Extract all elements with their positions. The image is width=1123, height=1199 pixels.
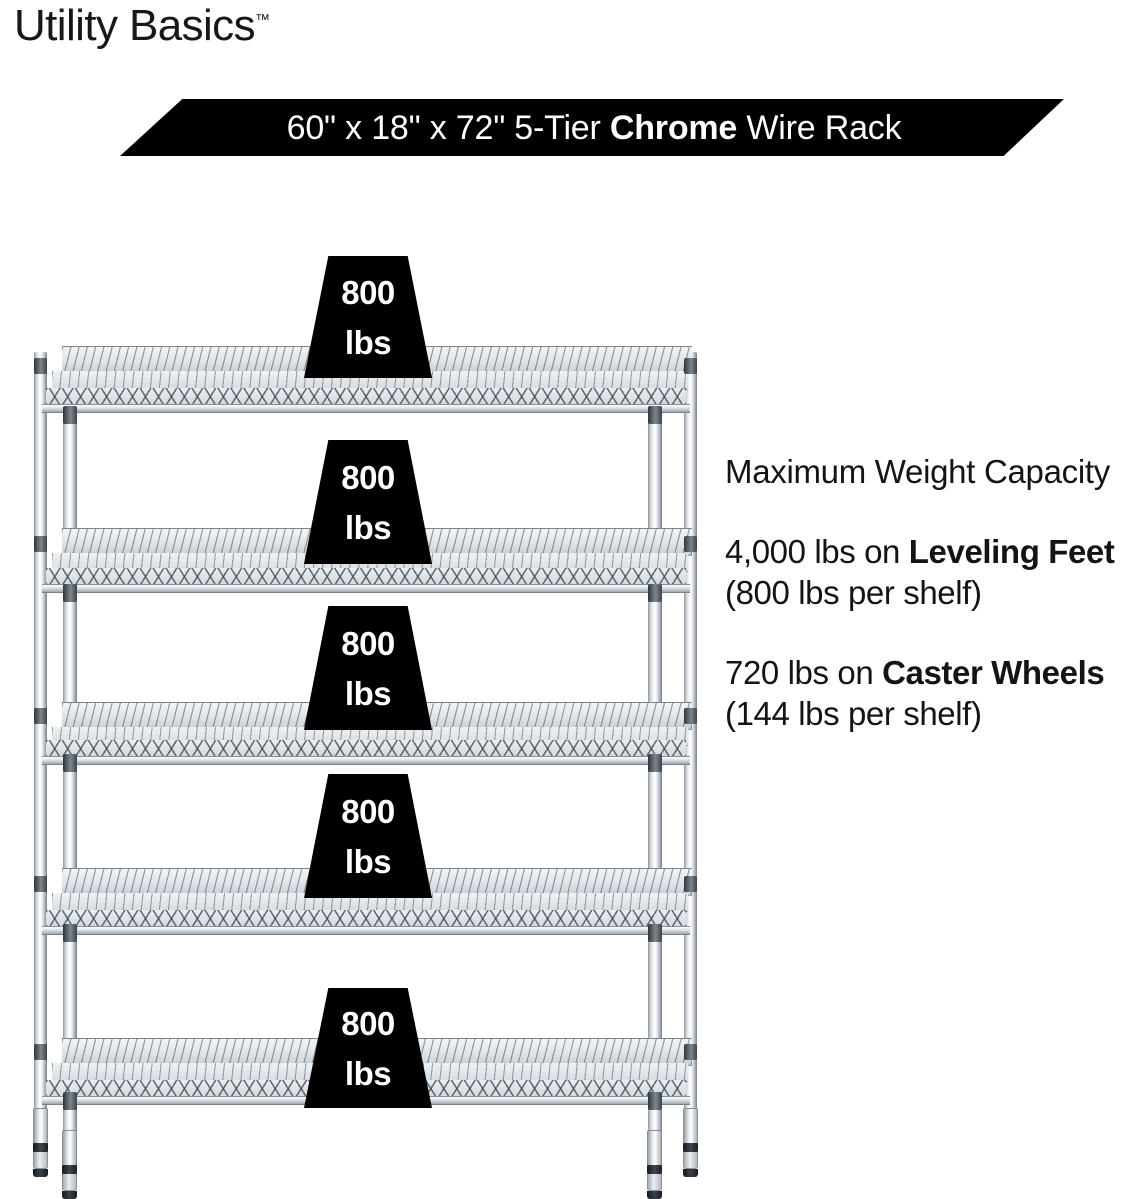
capacity-caster-wheels: 720 lbs on Caster Wheels (144 lbs per sh… — [725, 653, 1123, 734]
caster-bold: Caster Wheels — [882, 654, 1105, 692]
weight-unit: lbs — [344, 674, 392, 712]
weight-value: 800 — [341, 624, 395, 662]
foot-tip — [647, 1174, 662, 1191]
weight-unit: lbs — [344, 1054, 392, 1092]
capacity-leveling-feet: 4,000 lbs on Leveling Feet (800 lbs per … — [725, 532, 1123, 613]
shelf-truss — [46, 910, 686, 927]
post-collar — [648, 924, 662, 942]
post-collar — [684, 708, 697, 724]
foot-tip-rubber — [62, 1191, 77, 1199]
shelf-front-rail — [42, 404, 690, 413]
brand-wordmark: Utility Basics™ — [14, 1, 270, 50]
post-collar — [684, 1044, 697, 1060]
post-collar — [34, 358, 47, 374]
leveling-foot-front-right — [647, 1130, 662, 1199]
title-part-before: 60" x 18" x 72" 5-Tier — [286, 108, 610, 147]
foot-body — [647, 1130, 662, 1166]
foot-band — [62, 1165, 77, 1174]
foot-band — [33, 1143, 48, 1152]
caster-pre: 720 lbs on — [725, 654, 883, 692]
post-collar — [63, 924, 77, 942]
foot-tip — [33, 1152, 48, 1169]
weight-unit: lbs — [344, 323, 392, 361]
foot-tip-rubber — [683, 1169, 698, 1177]
foot-tip-rubber — [33, 1169, 48, 1177]
weight-badge-tier-5: 800 lbs — [304, 988, 432, 1108]
capacity-heading: Maximum Weight Capacity — [725, 453, 1110, 490]
weight-value: 800 — [341, 792, 395, 830]
foot-tip — [62, 1174, 77, 1191]
foot-band — [647, 1165, 662, 1174]
shelf-front-rail — [42, 926, 690, 935]
weight-value: 800 — [341, 1004, 395, 1042]
post-collar — [648, 1092, 662, 1110]
post-collar — [648, 754, 662, 772]
post-collar — [648, 406, 662, 424]
shelf-front-rail — [42, 756, 690, 765]
weight-unit: lbs — [344, 508, 392, 546]
shelf-truss — [46, 740, 686, 757]
post-collar — [63, 1092, 77, 1110]
post-collar — [648, 584, 662, 602]
foot-body — [33, 1108, 48, 1144]
foot-band — [683, 1143, 698, 1152]
foot-body — [683, 1108, 698, 1144]
product-title-banner: 60" x 18" x 72" 5-Tier Chrome Wire Rack — [120, 99, 1064, 156]
weight-badge-tier-1: 800 lbs — [304, 256, 432, 378]
shelf-truss — [46, 388, 686, 405]
trademark-symbol: ™ — [254, 11, 270, 29]
post-collar — [34, 1044, 47, 1060]
weight-value: 800 — [341, 273, 395, 311]
post-collar — [684, 358, 697, 374]
weight-unit: lbs — [344, 842, 392, 880]
infographic-canvas: Utility Basics™ 60" x 18" x 72" 5-Tier C… — [14, 1, 1123, 1199]
title-part-after: Wire Rack — [737, 108, 902, 147]
shelf-front-rail — [42, 584, 690, 593]
weight-badge-tier-3: 800 lbs — [304, 606, 432, 730]
leveling-foot-front-left — [62, 1130, 77, 1199]
shelf-truss — [46, 568, 686, 585]
brand-name: Utility Basics — [14, 1, 256, 50]
weight-value: 800 — [341, 458, 395, 496]
post-collar — [684, 876, 697, 892]
post-collar — [34, 536, 47, 552]
post-collar — [34, 876, 47, 892]
foot-tip-rubber — [647, 1191, 662, 1199]
post-collar — [63, 754, 77, 772]
post-collar — [34, 708, 47, 724]
leveling-post: (800 lbs per shelf) — [725, 573, 982, 611]
weight-badge-tier-4: 800 lbs — [304, 774, 432, 898]
foot-body — [62, 1130, 77, 1166]
capacity-info-block: Maximum Weight Capacity 4,000 lbs on Lev… — [725, 452, 1123, 735]
leveling-pre: 4,000 lbs on — [725, 533, 909, 571]
foot-tip — [683, 1152, 698, 1169]
product-title-text: 60" x 18" x 72" 5-Tier Chrome Wire Rack — [287, 111, 902, 145]
post-collar — [684, 536, 697, 552]
weight-badge-tier-2: 800 lbs — [304, 440, 432, 564]
leveling-foot-back-left — [33, 1108, 48, 1177]
post-collar — [63, 584, 77, 602]
leveling-foot-back-right — [683, 1108, 698, 1177]
post-collar — [63, 406, 77, 424]
leveling-bold: Leveling Feet — [908, 533, 1115, 571]
title-highlight: Chrome — [609, 108, 738, 147]
caster-post: (144 lbs per shelf) — [725, 694, 982, 732]
